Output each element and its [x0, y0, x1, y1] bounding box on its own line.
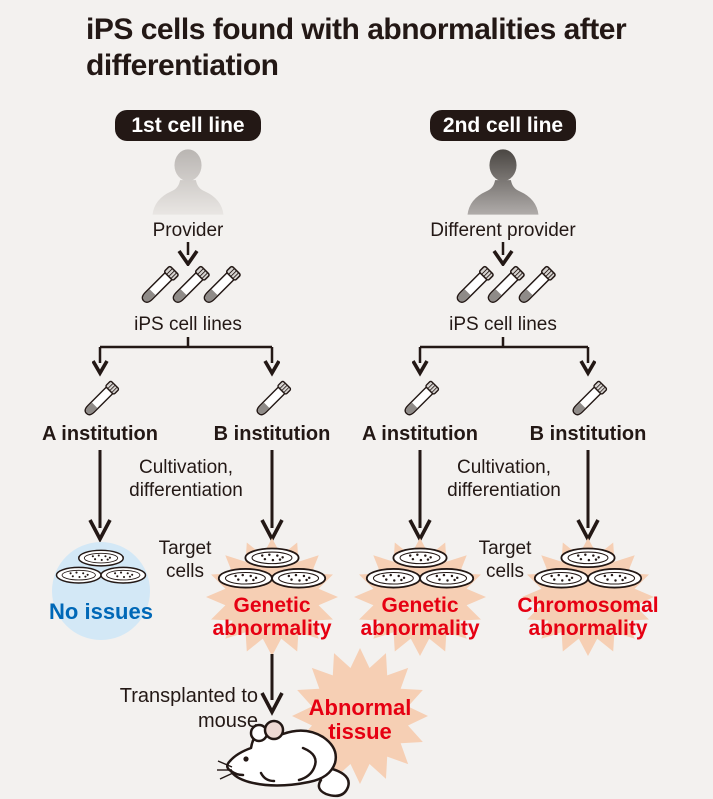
test-tubes-icon — [138, 265, 242, 307]
test-tube-icon — [401, 380, 440, 419]
result-no-issues: No issues — [49, 599, 153, 624]
mouse-icon — [217, 719, 350, 798]
target-cells-label: Target cells — [158, 538, 212, 583]
down-arrow-icon — [177, 242, 199, 266]
result-abnormality: Genetic abnormality — [360, 594, 480, 640]
result-abnormal-tissue: Abnormal tissue — [308, 695, 412, 745]
test-tube-icon — [253, 380, 292, 419]
test-tube-icon — [81, 380, 120, 419]
down-arrow-icon — [88, 450, 112, 543]
badge-1st-cell-line: 1st cell line — [115, 110, 261, 141]
result-abnormality: Genetic abnormality — [212, 594, 332, 640]
badge-2nd-cell-line: 2nd cell line — [430, 110, 576, 141]
institution-a-label: A institution — [42, 423, 158, 445]
cultivation-label: Cultivation, differentiation — [129, 457, 243, 502]
petri-dishes-icon — [217, 547, 327, 590]
institution-a-label: A institution — [362, 423, 478, 445]
person-icon — [152, 149, 224, 215]
page-title: iPS cells found with abnormalities after… — [86, 13, 627, 82]
test-tubes-icon — [453, 265, 557, 307]
cultivation-label: Cultivation, differentiation — [447, 457, 561, 502]
ips-cell-lines-label: iPS cell lines — [134, 314, 242, 335]
institution-b-label: B institution — [213, 423, 331, 445]
person-icon — [467, 149, 539, 215]
down-arrow-icon — [260, 450, 284, 543]
institution-b-label: B institution — [529, 423, 647, 445]
provider-label: Different provider — [430, 220, 576, 241]
result-abnormality: Chromosomal abnormality — [517, 594, 659, 640]
target-cells-label: Target cells — [478, 538, 532, 583]
provider-label: Provider — [152, 220, 224, 241]
ips-cell-lines-label: iPS cell lines — [449, 314, 557, 335]
result-burst: Chromosomal abnormality — [517, 538, 659, 656]
petri-dishes-icon — [533, 547, 643, 590]
test-tube-icon — [569, 380, 608, 419]
branch-arrow-icon — [92, 337, 280, 377]
transplant-label: Transplanted to mouse — [119, 685, 258, 732]
petri-dishes-icon — [55, 549, 147, 585]
down-arrow-icon — [492, 242, 514, 266]
result-burst: Genetic abnormality — [206, 538, 338, 656]
result-burst: Abnormal tissue — [292, 648, 428, 784]
result-burst: Genetic abnormality — [354, 538, 486, 656]
down-arrow-icon — [260, 654, 284, 716]
branch-arrow-icon — [412, 337, 596, 377]
